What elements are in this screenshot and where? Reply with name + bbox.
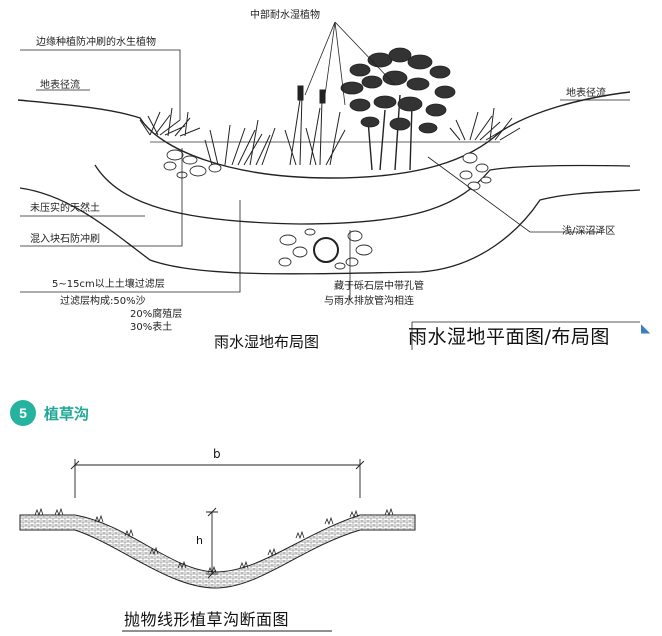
left-edge-plants: [139, 107, 201, 137]
label-runoff-left: 地表径流: [40, 80, 80, 91]
caption-parabolic-swale: 抛物线形植草沟断面图: [124, 610, 290, 629]
label-stone-mix: 混入块石防冲刷: [30, 234, 100, 245]
leader-lines: [20, 21, 640, 350]
rain-wetland-diagram: 中部耐水湿植物 边缘种植防冲刷的水生植物 地表径流 地表径流 未压实的天然土 浅…: [17, 10, 651, 351]
ground-surface-line: [17, 91, 631, 179]
corner-mark-icon: ◣: [641, 321, 651, 335]
label-pipe-1: 藏于砾石层中带孔管: [334, 281, 424, 292]
label-pipe-2: 与雨水排放管沟相连: [324, 296, 414, 307]
wetland-cross-section-drawing: [17, 21, 641, 350]
gravel-stones: [278, 228, 373, 270]
gravel-layer-line: [94, 164, 631, 225]
label-filter-layer: 5~15cm以上土壤过滤层: [52, 279, 165, 290]
section-number-badge: 5: [10, 400, 36, 426]
label-native-soil: 未压实的天然土: [30, 203, 100, 214]
dimension-b: [70, 459, 365, 498]
label-middle-plants: 中部耐水湿植物: [250, 10, 320, 21]
label-runoff-right: 地表径流: [566, 88, 606, 99]
dimension-h-label: h: [196, 534, 203, 547]
wetland-shrub: [340, 47, 456, 171]
label-edge-plants: 边缘种植防冲刷的水生植物: [36, 37, 156, 48]
basin-stones: [163, 149, 492, 191]
section-heading: 5 植草沟: [10, 398, 89, 428]
section-title: 植草沟: [44, 404, 90, 423]
label-composition-3: 30%表土: [130, 322, 173, 333]
caption-layout: 雨水湿地布局图: [214, 333, 320, 351]
caption-underline: [122, 630, 332, 632]
label-marsh-zone: 浅/深沼泽区: [562, 226, 616, 237]
caption-plan-layout: 雨水湿地平面图/布局图: [408, 326, 610, 348]
swale-cross-section-drawing: [19, 459, 416, 589]
swale-grass: [34, 507, 394, 575]
dimension-b-label: b: [213, 447, 221, 461]
bottom-soil-line: [19, 187, 641, 275]
right-edge-plants: [449, 107, 521, 141]
label-filter-composition: 过滤层构成:50%沙: [60, 296, 146, 307]
perforated-pipe: [313, 237, 339, 263]
middle-reeds: [204, 85, 346, 166]
dimension-h: [206, 507, 218, 579]
label-composition-2: 20%腐殖层: [130, 309, 183, 320]
swale-soil-layer: [19, 514, 416, 589]
